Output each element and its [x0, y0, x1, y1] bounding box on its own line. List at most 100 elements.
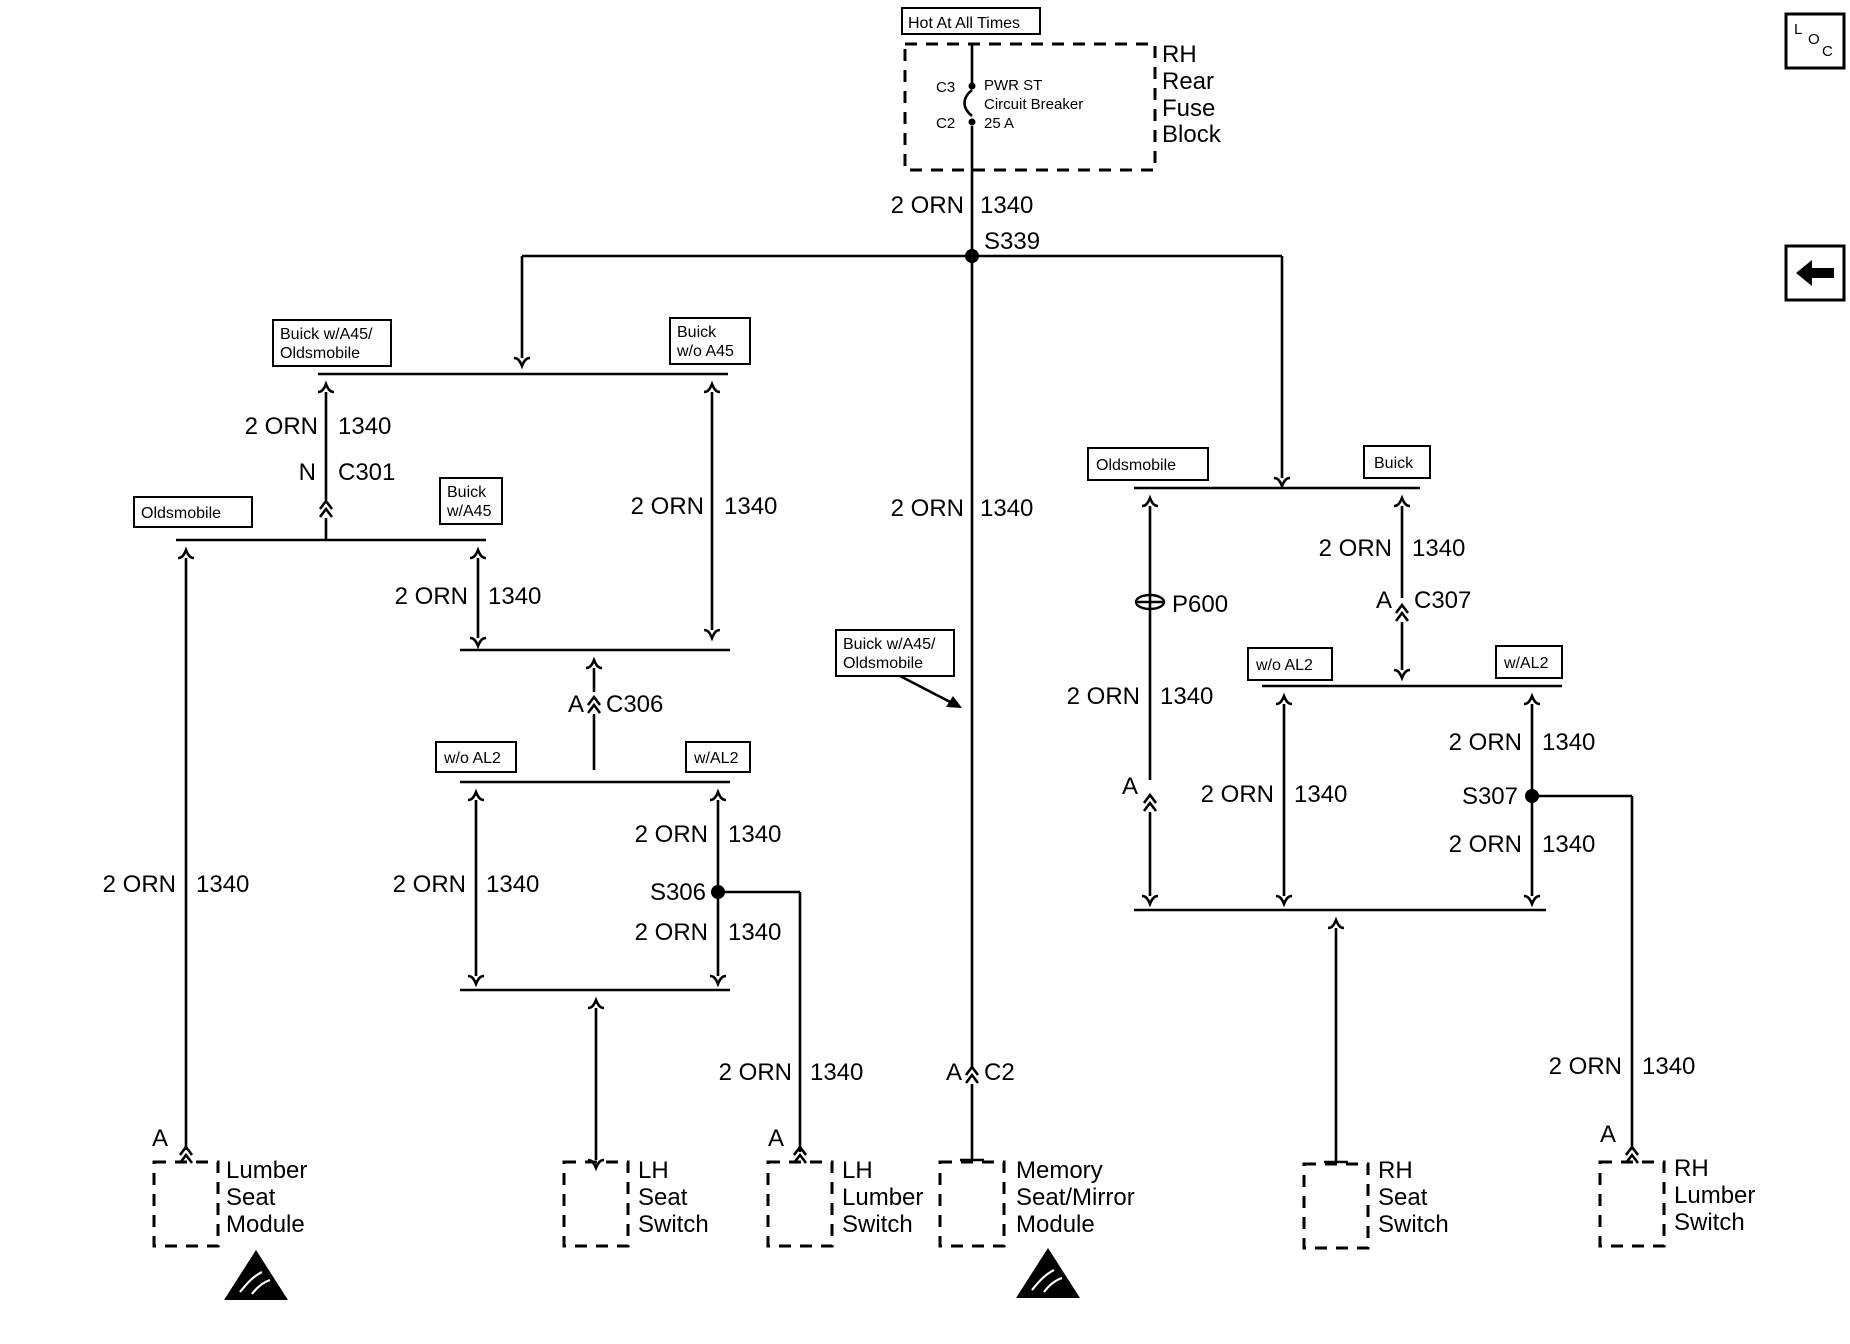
- wire-label-circuit: 1340: [980, 495, 1033, 522]
- svg-text:1340: 1340: [1160, 683, 1213, 710]
- svg-text:RH: RH: [1378, 1157, 1413, 1184]
- svg-text:A: A: [768, 1125, 784, 1152]
- tag-w-al2-left: [685, 741, 751, 773]
- svg-text:Seat: Seat: [226, 1184, 276, 1211]
- svg-text:Seat: Seat: [638, 1184, 688, 1211]
- svg-text:Lumber: Lumber: [1674, 1182, 1755, 1209]
- c3-terminal: [968, 82, 976, 90]
- fuse-block-label-4: Block: [1162, 121, 1222, 148]
- svg-text:Switch: Switch: [638, 1211, 709, 1238]
- svg-text:Buick w/A45/: Buick w/A45/: [843, 636, 936, 653]
- svg-text:2 ORN: 2 ORN: [1449, 729, 1522, 756]
- splice-s339-label: S339: [984, 228, 1040, 255]
- memory-seat-mirror-module: Memory Seat/Mirror Module: [938, 1157, 1135, 1300]
- hot-at-all-times-label: Hot At All Times: [908, 15, 1020, 32]
- svg-text:Module: Module: [1016, 1211, 1095, 1238]
- tag-wo-al2-left: [435, 741, 517, 773]
- breaker-label-3: 25 A: [984, 115, 1014, 132]
- rh-seat-switch: RH Seat Switch: [1302, 1157, 1449, 1250]
- svg-text:LH: LH: [842, 1157, 873, 1184]
- center-option-callout: Buick w/A45/ Oldsmobile: [835, 629, 962, 708]
- svg-text:2 ORN: 2 ORN: [395, 583, 468, 610]
- loc-o: O: [1808, 31, 1820, 48]
- svg-text:Oldsmobile: Oldsmobile: [280, 345, 360, 362]
- svg-text:1340: 1340: [196, 871, 249, 898]
- svg-text:A: A: [946, 1059, 962, 1086]
- svg-text:1340: 1340: [1294, 781, 1347, 808]
- loc-c: C: [1822, 43, 1833, 60]
- arrow-left-icon: [1796, 260, 1834, 286]
- c2-terminal: [968, 118, 976, 126]
- svg-text:2 ORN: 2 ORN: [635, 919, 708, 946]
- svg-text:Seat: Seat: [1378, 1184, 1428, 1211]
- svg-text:1340: 1340: [1542, 831, 1595, 858]
- esd-warning-icon: [222, 1248, 290, 1302]
- tag-buick-a45-oldsmobile-center: [835, 629, 955, 677]
- tag-oldsmobile-right: [1087, 447, 1209, 481]
- esd-warning-icon: [1014, 1246, 1082, 1300]
- svg-text:N: N: [299, 459, 316, 486]
- svg-text:Buick: Buick: [447, 484, 487, 501]
- svg-text:C306: C306: [606, 691, 663, 718]
- lumber-seat-module: A Lumber Seat Module: [152, 1125, 307, 1302]
- circuit-breaker-symbol: [963, 88, 973, 118]
- tag-oldsmobile-left: [133, 496, 253, 528]
- svg-text:Memory: Memory: [1016, 1157, 1103, 1184]
- svg-text:w/AL2: w/AL2: [1503, 655, 1549, 672]
- svg-text:1340: 1340: [728, 919, 781, 946]
- svg-text:Module: Module: [226, 1211, 305, 1238]
- svg-text:C301: C301: [338, 459, 395, 486]
- svg-text:Switch: Switch: [1378, 1211, 1449, 1238]
- svg-text:A: A: [1376, 587, 1392, 614]
- svg-text:2 ORN: 2 ORN: [1549, 1053, 1622, 1080]
- fuse-block-label-1: RH: [1162, 41, 1197, 68]
- svg-text:1340: 1340: [1642, 1053, 1695, 1080]
- loc-button[interactable]: L O C: [1784, 12, 1846, 70]
- rh-lumber-switch: A RH Lumber Switch: [1598, 1121, 1755, 1248]
- svg-text:2 ORN: 2 ORN: [1319, 535, 1392, 562]
- svg-text:2 ORN: 2 ORN: [719, 1059, 792, 1086]
- c2-label: C2: [936, 115, 955, 132]
- svg-text:Buick w/A45/: Buick w/A45/: [280, 326, 373, 343]
- svg-text:A: A: [568, 691, 584, 718]
- tag-buick: [1363, 445, 1431, 479]
- svg-text:1340: 1340: [1412, 535, 1465, 562]
- svg-text:1340: 1340: [486, 871, 539, 898]
- svg-text:w/AL2: w/AL2: [693, 750, 739, 767]
- svg-text:A: A: [152, 1125, 168, 1152]
- wire-label-circuit: 1340: [980, 192, 1033, 219]
- svg-text:C2: C2: [984, 1059, 1015, 1086]
- svg-text:1340: 1340: [338, 413, 391, 440]
- svg-text:LH: LH: [638, 1157, 669, 1184]
- svg-text:w/o AL2: w/o AL2: [443, 750, 501, 767]
- connector-c306: [586, 695, 602, 715]
- svg-text:A: A: [1122, 773, 1138, 800]
- svg-text:2 ORN: 2 ORN: [103, 871, 176, 898]
- fuse-block-label-2: Rear: [1162, 68, 1214, 95]
- right-branch: Oldsmobile Buick P600 2 ORN 1340 A 2 ORN…: [1067, 445, 1695, 1162]
- connector-c301: [318, 499, 334, 519]
- svg-text:P600: P600: [1172, 591, 1228, 618]
- connector-c307: [1394, 603, 1410, 623]
- connector-c2: [964, 1065, 980, 1085]
- svg-text:1340: 1340: [1542, 729, 1595, 756]
- wire-label-color: 2 ORN: [891, 192, 964, 219]
- svg-text:1340: 1340: [488, 583, 541, 610]
- back-button[interactable]: [1784, 244, 1846, 302]
- svg-text:Lumber: Lumber: [226, 1157, 307, 1184]
- svg-text:1340: 1340: [728, 821, 781, 848]
- tag-w-al2-right: [1495, 645, 1563, 679]
- svg-text:Buick: Buick: [1374, 455, 1414, 472]
- svg-text:RH: RH: [1674, 1155, 1709, 1182]
- svg-text:Oldsmobile: Oldsmobile: [141, 505, 221, 522]
- svg-text:2 ORN: 2 ORN: [1067, 683, 1140, 710]
- svg-text:Lumber: Lumber: [842, 1184, 923, 1211]
- lh-seat-switch: LH Seat Switch: [562, 1157, 709, 1248]
- svg-text:Oldsmobile: Oldsmobile: [843, 655, 923, 672]
- lh-lumber-switch: A LH Lumber Switch: [766, 1125, 923, 1248]
- svg-text:w/o AL2: w/o AL2: [1255, 657, 1313, 674]
- tag-buick-wo-a45: [669, 317, 751, 365]
- wire-label-color: 2 ORN: [891, 495, 964, 522]
- svg-text:2 ORN: 2 ORN: [635, 821, 708, 848]
